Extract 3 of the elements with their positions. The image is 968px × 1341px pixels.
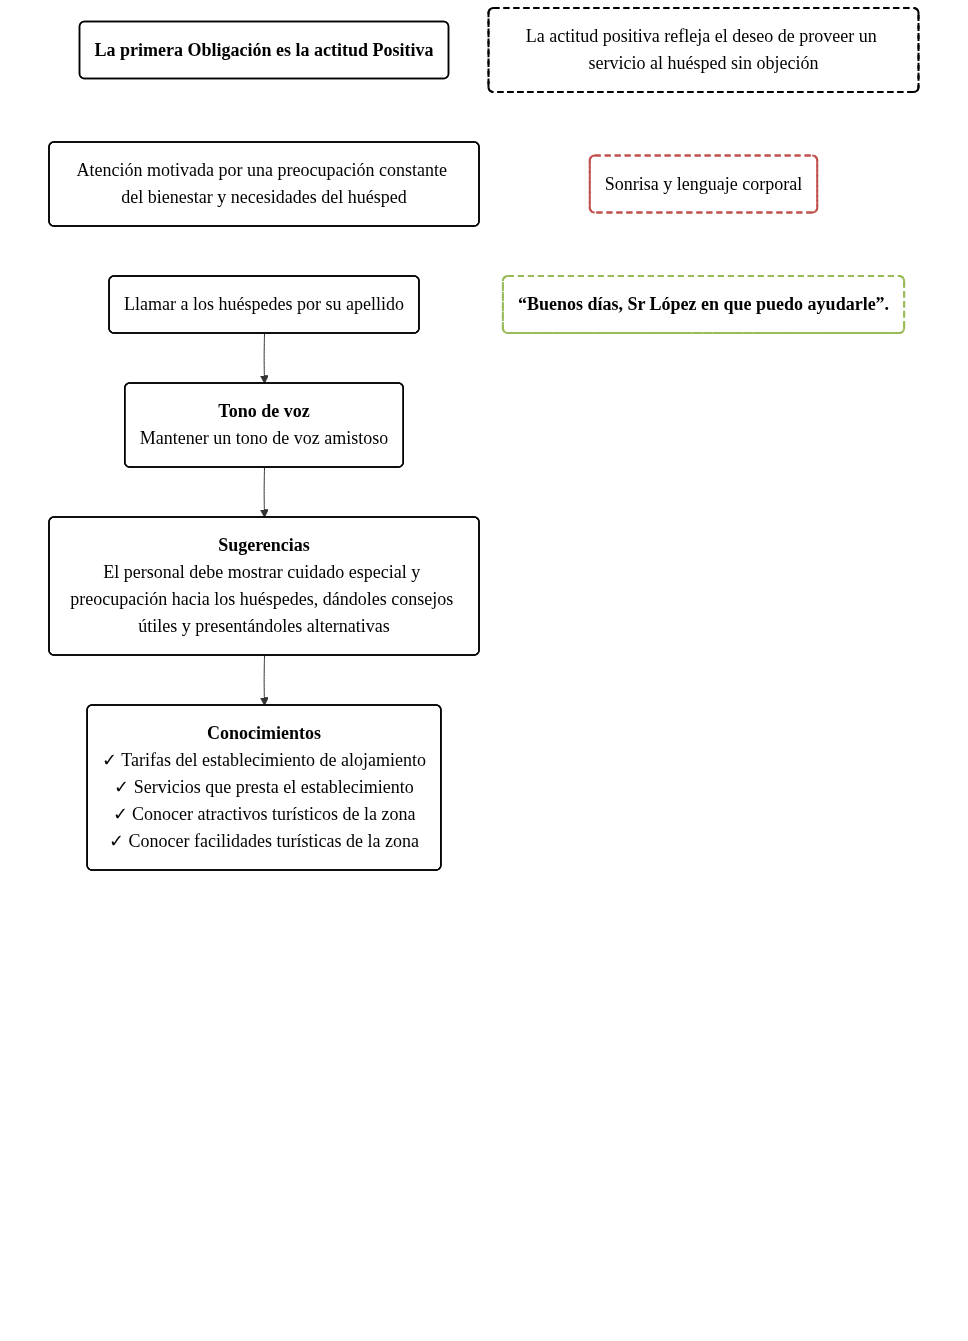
arrow (260, 467, 269, 518)
arrow (260, 655, 269, 706)
arrow (260, 333, 269, 384)
